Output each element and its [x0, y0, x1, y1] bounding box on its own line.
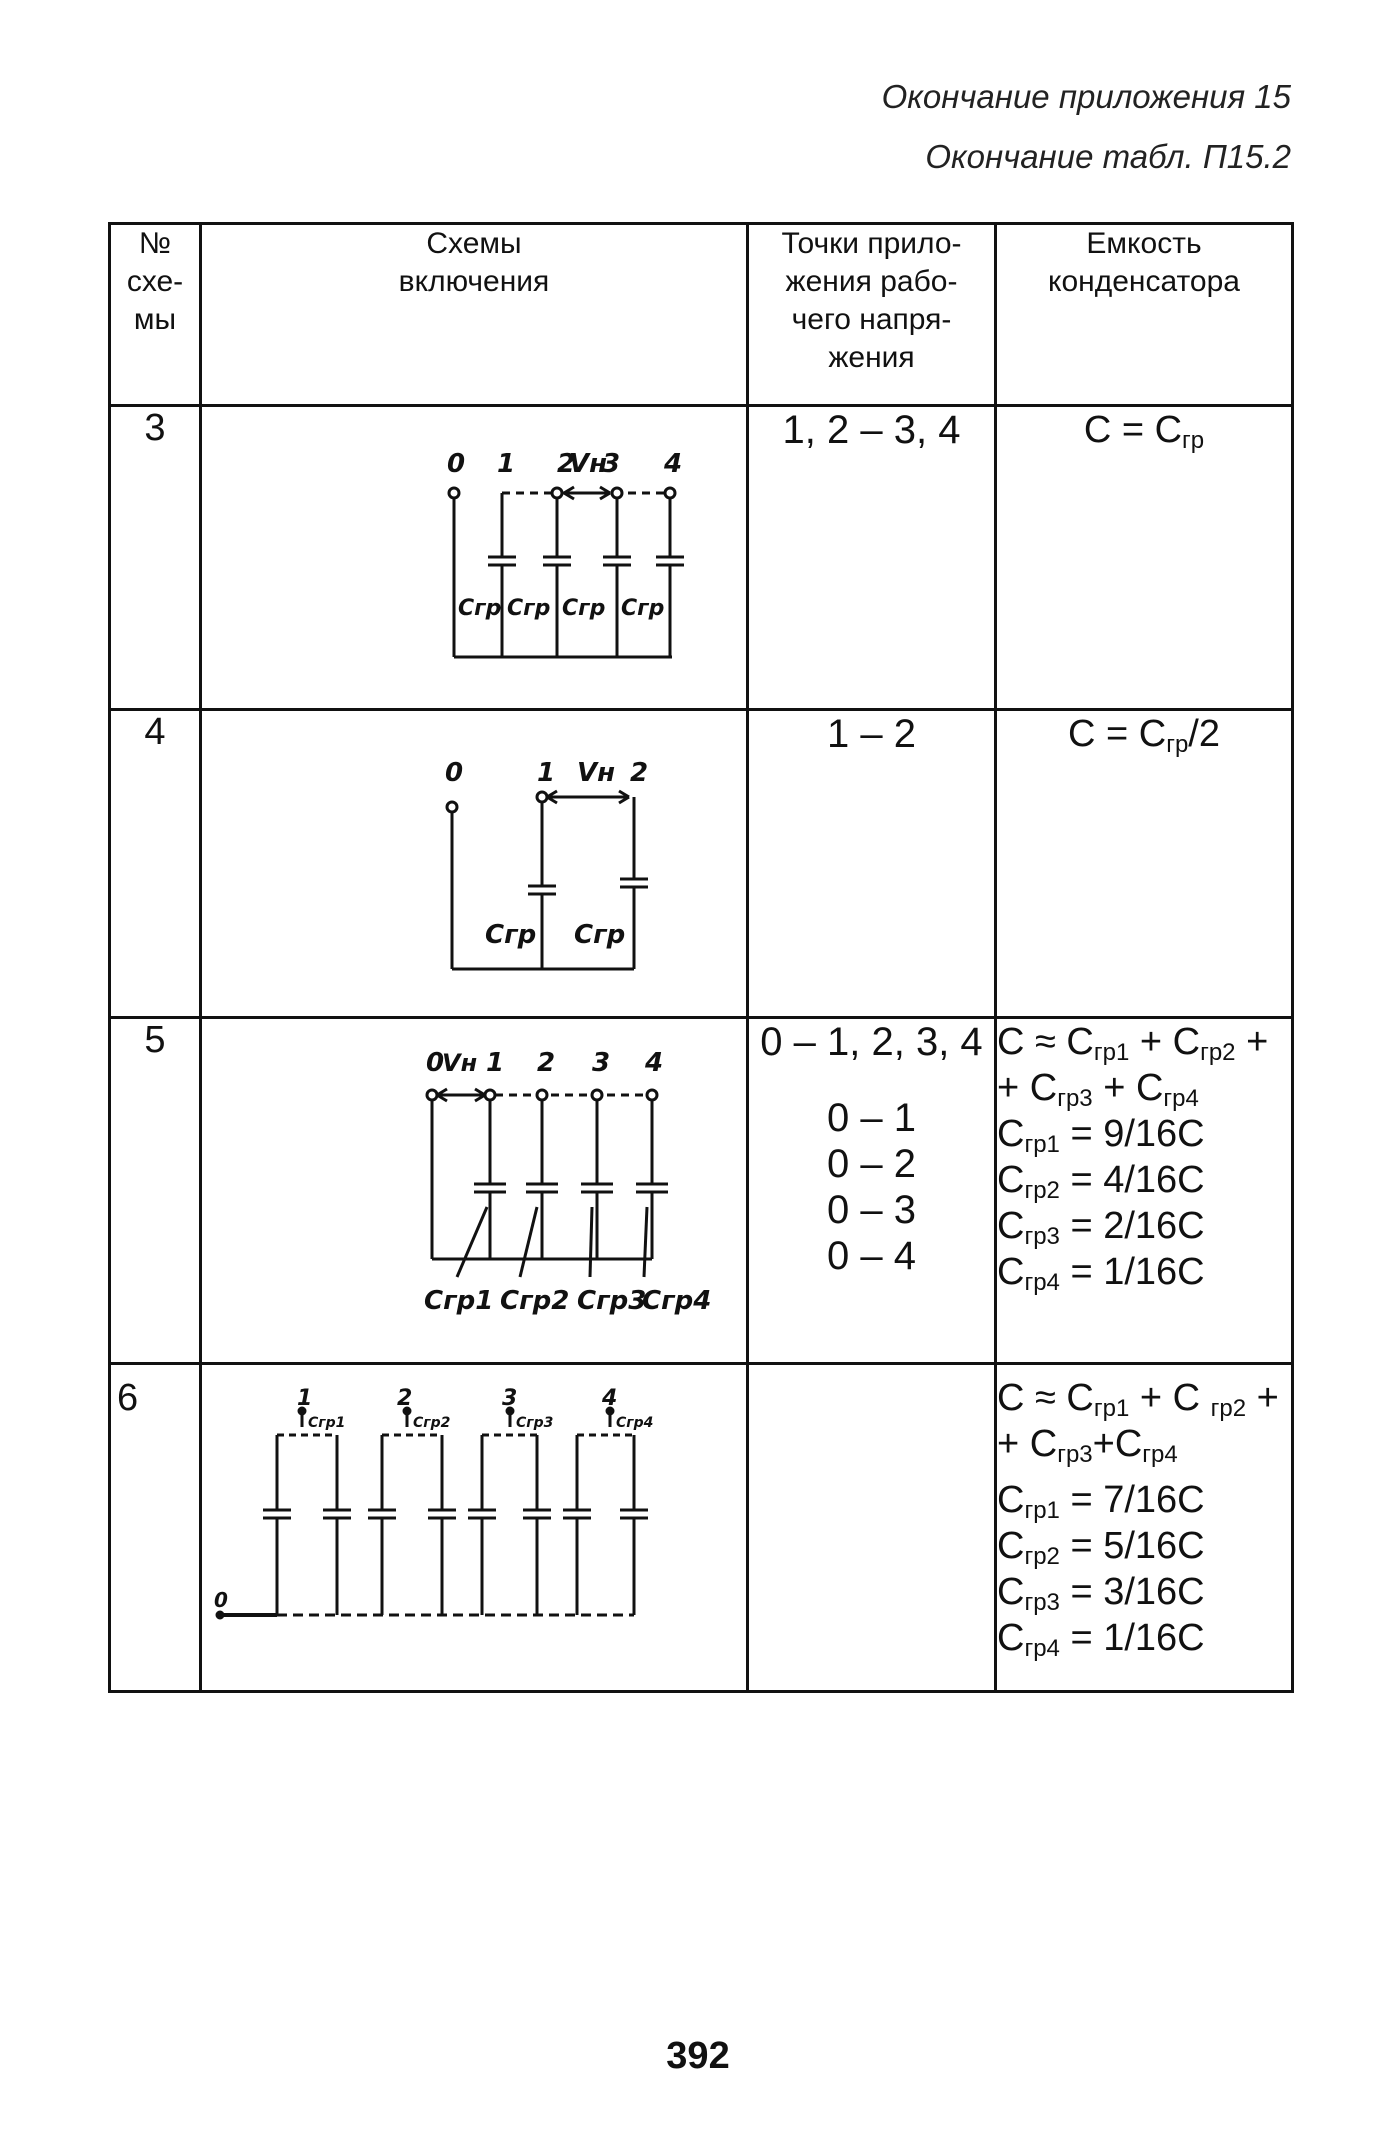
- node-label: 2: [537, 1048, 555, 1078]
- node-label: 3: [602, 449, 620, 479]
- application-points: 1 – 2: [746, 708, 997, 1019]
- capacity-formula: C ≈ Cгр1 + Cгр2 + + Cгр3 + Cгр4 Cгр1 = 9…: [994, 1016, 1294, 1365]
- capacity-formula: C ≈ Cгр1 + C гр2 + + Cгр3+Cгр4 Cгр1 = 7/…: [994, 1362, 1294, 1693]
- ground-label: 0: [214, 1588, 228, 1612]
- col-header-schemes: Схемы включения: [199, 222, 749, 407]
- cap-label: Cгр2: [413, 1415, 450, 1431]
- cap-label: Cгр2: [500, 1286, 569, 1316]
- capacitor-schemes-table: № схе- мы Схемы включения Точки прило- ж…: [108, 222, 1294, 1693]
- capacity-formula: C = Cгр/2: [994, 708, 1294, 1019]
- application-points: 1, 2 – 3, 4: [746, 404, 997, 711]
- table-row: 4 0 1 Vн 2 Cгр Cгр: [108, 708, 1294, 1019]
- node-label: 0: [426, 1048, 444, 1078]
- node-label: 2: [397, 1386, 412, 1411]
- node-label: 4: [644, 1048, 663, 1078]
- node-label: 4: [663, 449, 682, 479]
- scheme-number: 5: [108, 1016, 202, 1365]
- cap-label: Cгр3: [577, 1286, 646, 1316]
- col-header-scheme-number: № схе- мы: [108, 222, 202, 407]
- circuit-diagram-4: 0 1 Vн 2 Cгр Cгр: [445, 758, 648, 971]
- cap-label: Cгр4: [616, 1415, 653, 1431]
- table-row: 5 0 Vн 1 2 3 4: [108, 1016, 1294, 1365]
- node-label: 0: [447, 449, 465, 479]
- scheme-diagram-5: 0 Vн 1 2 3 4: [199, 1016, 749, 1365]
- cap-label: Cгр: [621, 596, 664, 621]
- node-label: 4: [601, 1386, 617, 1411]
- col-header-capacity: Емкость конденсатора: [994, 222, 1294, 407]
- node-label: 1: [497, 449, 515, 479]
- cap-label: Cгр3: [516, 1415, 553, 1431]
- scheme-number: 4: [108, 708, 202, 1019]
- node-label: 3: [502, 1386, 517, 1411]
- table-header-row: № схе- мы Схемы включения Точки прило- ж…: [108, 222, 1294, 407]
- cap-label: Cгр4: [642, 1286, 711, 1316]
- table-row: 3 0 1 2 Vн 3 4: [108, 404, 1294, 711]
- scheme-diagram-4: 0 1 Vн 2 Cгр Cгр: [199, 708, 749, 1019]
- circuit-diagram-5: 0 Vн 1 2 3 4: [424, 1048, 711, 1316]
- cap-label: Cгр: [485, 920, 536, 950]
- col-header-points: Точки прило- жения рабо- чего напря- жен…: [746, 222, 997, 407]
- scheme-diagram-6: 1 2 3 4 0 Cгр1 Cгр2: [199, 1362, 749, 1693]
- node-label: 2: [630, 758, 648, 788]
- header-table-ending: Окончание табл. П15.2: [925, 138, 1291, 175]
- node-label: 1: [537, 758, 555, 788]
- cap-label: Cгр: [458, 596, 501, 621]
- circuit-diagram-3: 0 1 2 Vн 3 4: [447, 449, 684, 659]
- cap-label: Cгр1: [308, 1415, 345, 1431]
- capacity-formula: C = Cгр: [994, 404, 1294, 711]
- page-number: 392: [666, 2035, 730, 2077]
- node-label: 3: [592, 1048, 610, 1078]
- node-label: 2: [557, 449, 575, 479]
- node-label: 0: [445, 758, 463, 788]
- voltage-label: Vн: [577, 758, 615, 788]
- table-row: 6 1 2 3 4 0 Cгр1 Cгр2: [108, 1362, 1294, 1693]
- node-label: 1: [297, 1386, 312, 1411]
- application-points-empty: [746, 1362, 997, 1693]
- circuit-diagram-6: 1 2 3 4 0 Cгр1 Cгр2: [214, 1386, 653, 1620]
- voltage-label: Vн: [569, 449, 607, 479]
- cap-label: Cгр: [562, 596, 605, 621]
- scheme-number: 6: [108, 1362, 202, 1693]
- application-points: 0 – 1, 2, 3, 4 0 – 1 0 – 2 0 – 3 0 – 4: [746, 1016, 997, 1365]
- node-label: 1: [486, 1048, 504, 1078]
- voltage-label: Vн: [442, 1049, 477, 1077]
- cap-label: Cгр1: [424, 1286, 493, 1316]
- header-appendix-ending: Окончание приложения 15: [881, 78, 1291, 115]
- cap-label: Cгр: [574, 920, 625, 950]
- scheme-number: 3: [108, 404, 202, 711]
- cap-label: Cгр: [507, 596, 550, 621]
- scheme-diagram-3: 0 1 2 Vн 3 4: [199, 404, 749, 711]
